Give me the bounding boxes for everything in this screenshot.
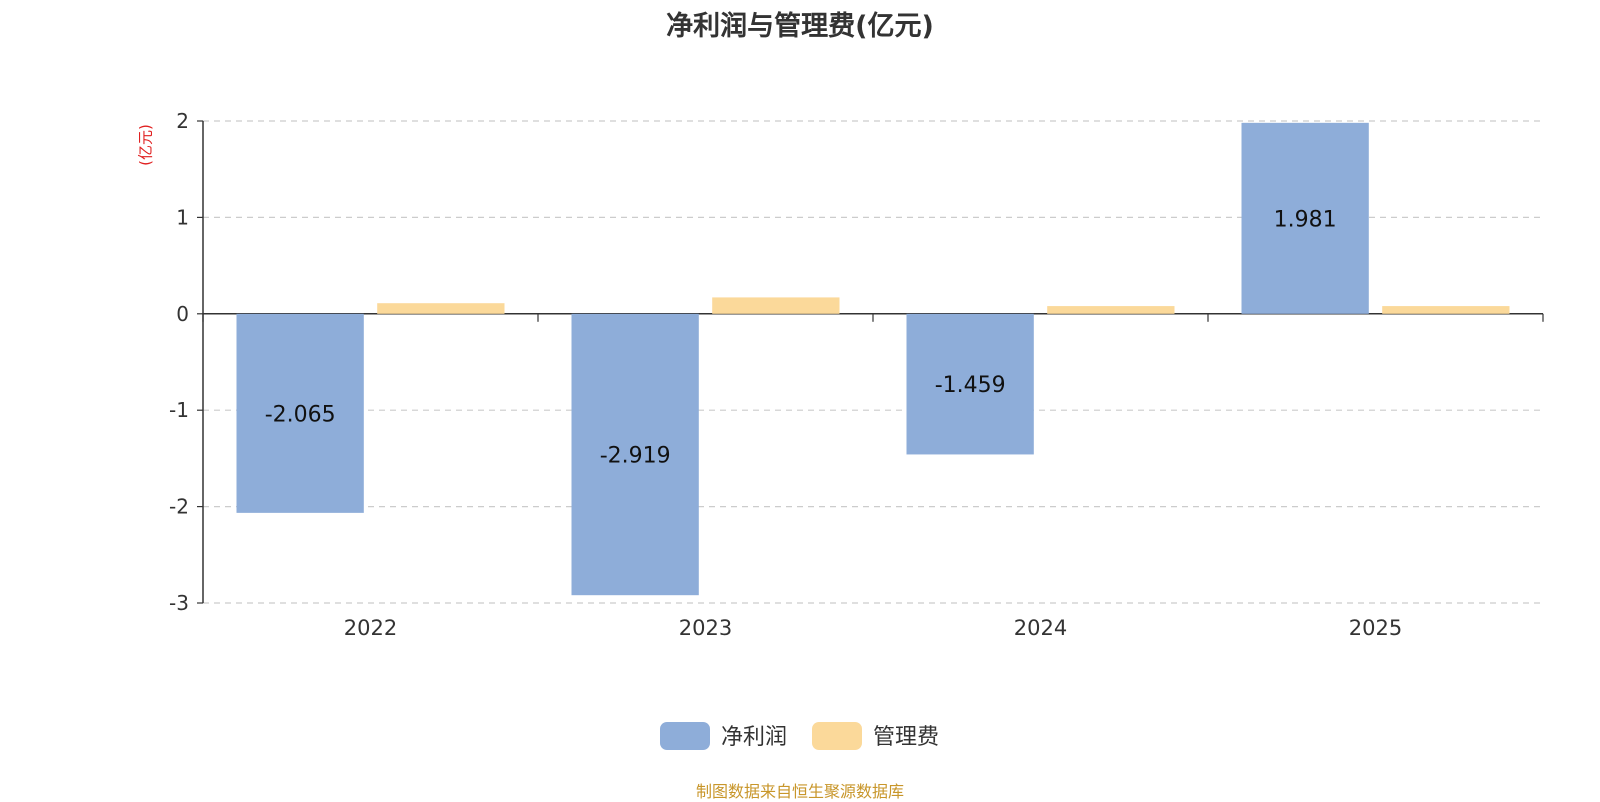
legend-label: 净利润	[721, 725, 787, 750]
y-tick-label: -1	[169, 398, 189, 422]
bar-admin-expense	[1047, 306, 1175, 314]
chart-title: 净利润与管理费(亿元)	[666, 11, 934, 42]
tick-labels: 2 1 0 -1 -2 -3 2022 2023 2024 2025	[169, 109, 1402, 640]
y-tick-label: 1	[176, 205, 189, 229]
y-tick-label: -2	[169, 495, 189, 519]
bar-admin-expense	[377, 303, 505, 314]
y-tick-label: -3	[169, 591, 189, 615]
y-axis-unit-label: (亿元)	[137, 124, 155, 166]
data-label: -1.459	[935, 373, 1006, 398]
x-tick-label: 2023	[679, 616, 732, 640]
bars	[236, 122, 1510, 596]
legend-item-admin-expense[interactable]: 管理费	[812, 722, 939, 750]
bar-net-profit	[571, 313, 699, 596]
bar-net-profit	[1241, 122, 1369, 314]
x-tick-label: 2024	[1014, 616, 1067, 640]
legend-swatch	[660, 722, 710, 750]
bar-net-profit	[906, 313, 1034, 455]
y-tick-label: 2	[176, 109, 189, 133]
legend-label: 管理费	[873, 725, 939, 750]
y-tick-label: 0	[176, 302, 189, 326]
bar-admin-expense	[712, 297, 840, 314]
legend-swatch	[812, 722, 862, 750]
source-note: 制图数据来自恒生聚源数据库	[695, 782, 904, 801]
x-tick-label: 2022	[344, 616, 397, 640]
data-labels: -2.065 -2.919 -1.459 1.981	[265, 207, 1337, 468]
legend[interactable]: 净利润 管理费	[660, 722, 939, 750]
data-label: -2.065	[265, 402, 336, 427]
data-label: -2.919	[600, 443, 671, 468]
bar-admin-expense	[1382, 306, 1510, 314]
legend-item-net-profit[interactable]: 净利润	[660, 722, 787, 750]
data-label: 1.981	[1274, 207, 1337, 232]
bar-net-profit	[236, 313, 364, 513]
x-tick-label: 2025	[1349, 616, 1402, 640]
